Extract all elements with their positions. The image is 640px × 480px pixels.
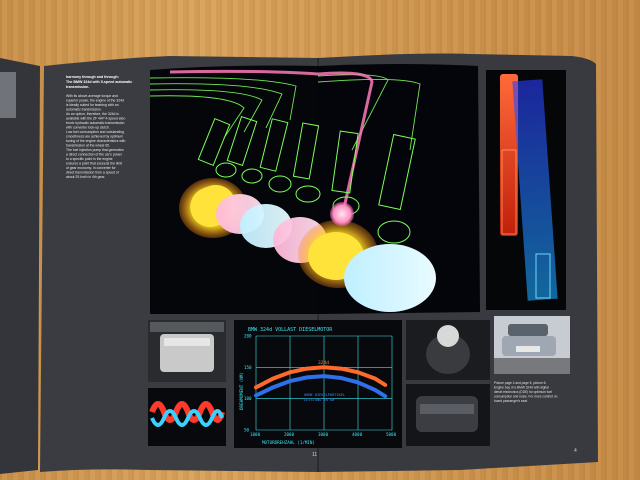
- chart-label-blue-2: LEISTUNG IN KW: [304, 398, 335, 402]
- chart-x-tick: 5000: [386, 432, 397, 437]
- body-line: The fuel injection pump that generates: [66, 148, 124, 152]
- gauge-photo: [486, 70, 566, 310]
- chart-y-tick: 200: [244, 334, 252, 339]
- left-page-number: 11: [312, 452, 317, 458]
- chart-y-tick: 50: [244, 428, 250, 433]
- body-line: a direct connection of the car's power: [66, 153, 123, 157]
- body-line: ensures a point that exceeds the limit: [66, 162, 122, 166]
- heading-line: The BMW 324d with 5-speed automatic: [66, 80, 132, 84]
- chart-x-tick: 1000: [250, 432, 261, 437]
- chart-x-tick: 2000: [284, 432, 295, 437]
- pink-fuel-line: [169, 69, 374, 209]
- body-line: with converter lock-up clutch.: [66, 126, 110, 130]
- body-line: tronic hydraulic automatic transmission: [66, 121, 125, 125]
- chart-x-axis-label: MOTORDREHZAHL (1/MIN): [262, 440, 315, 445]
- body-line: of gear economy. In converter for: [66, 166, 117, 170]
- chart-x-tick: 4000: [352, 432, 363, 437]
- body-line: With its above-average torque and: [66, 94, 118, 98]
- caption-line: Picture page 4 and page 5, picture 6:: [494, 381, 546, 385]
- caption-line: consumption and noise. For more comfort …: [494, 395, 558, 399]
- gear-shift-photo: [406, 320, 490, 380]
- body-line: superior power, the engine of the 324d: [66, 99, 124, 103]
- heading-line: harmony through and through:: [66, 75, 119, 79]
- performance-chart: BMW 324d VOLLAST DIESELMOTOR 1000 2000 300…: [234, 320, 402, 448]
- cylinders: [190, 184, 436, 312]
- chart-title: BMW 324d VOLLAST DIESELMOTOR: [248, 327, 333, 333]
- caption-line: diesel electronics (DDE) for optimum fue…: [494, 390, 552, 394]
- body-line: to a specific point in the engine: [66, 157, 113, 161]
- torque-sine-graphic: [148, 388, 226, 446]
- bmw-car-photo: [494, 316, 570, 374]
- previous-page-photo: [0, 72, 16, 118]
- chart-y-tick: 100: [244, 396, 252, 401]
- chart-y-axis-label: DREHMOMENT (NM): [239, 372, 244, 410]
- body-line: As an option, therefore, the 324d is: [66, 112, 119, 116]
- body-line: tuning of the engine characteristics wit…: [66, 139, 125, 143]
- body-line: transmission at the wheel 65.: [66, 144, 110, 148]
- body-line: Low fuel consumption and outstanding: [66, 130, 124, 134]
- left-page-text: harmony through and through: The BMW 324…: [66, 75, 132, 179]
- body-line: about 25 km/h in 4th gear.: [66, 175, 105, 179]
- chart-series-line: [254, 374, 388, 399]
- heading-line: transmission.: [66, 85, 89, 89]
- right-page-number: 4: [574, 448, 577, 454]
- interior-photo: [406, 384, 490, 446]
- fuel-lines: [149, 74, 421, 151]
- injectors: [197, 116, 416, 244]
- chart-y-tick: 150: [244, 365, 252, 370]
- body-line: automatic transmission.: [66, 108, 102, 112]
- body-line: smoothness are achieved by optimum: [66, 135, 123, 139]
- engine-bay-photo: [148, 320, 226, 382]
- chart-x-tick: 3000: [318, 432, 329, 437]
- body-line: available with the ZF 4HP 4-speed elec-: [66, 117, 126, 121]
- chart-label-324d: 324d: [318, 360, 329, 366]
- body-line: direct transmission from a speed of: [66, 171, 119, 175]
- caption-line: Engine bay of a BMW 324d with digital: [494, 386, 549, 390]
- chart-label-blue: OHNE DIESELPARTIKEL: [304, 393, 345, 397]
- engine-illustration: [149, 64, 480, 314]
- chart-series-line: [254, 365, 388, 390]
- body-line: is ideally suited for teaming with an: [66, 103, 119, 107]
- caption-line: board passenger's seat.: [494, 399, 528, 403]
- previous-page-edge: [0, 58, 40, 474]
- right-page-caption: Picture page 4 and page 5, picture 6: En…: [494, 381, 558, 403]
